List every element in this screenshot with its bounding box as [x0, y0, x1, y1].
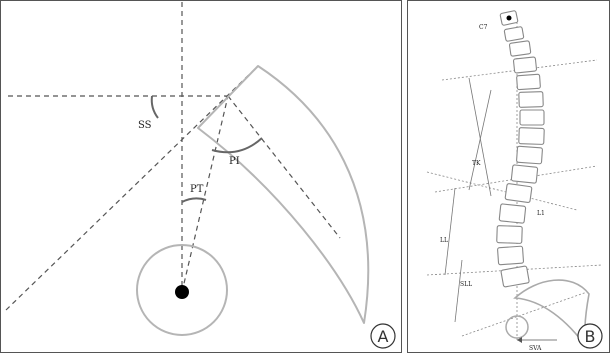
tk-label: TK — [472, 160, 481, 167]
panel-b-border — [407, 0, 610, 353]
sva-arrowhead — [517, 337, 522, 343]
endplate-perpendicular-line — [227, 95, 341, 239]
ll-label: LL — [440, 237, 448, 244]
vertebra — [500, 265, 530, 288]
panel-b-badge-label: B — [585, 327, 596, 346]
c7-marker-dot — [506, 15, 512, 21]
tk-cobb-line-2 — [468, 89, 492, 191]
vertebra — [510, 164, 539, 184]
panel-b-spinal-parameters: C7 TK L1 LL SLL SVA B — [407, 0, 610, 354]
sva-label: SVA — [529, 345, 542, 352]
pt-angle-arc — [181, 197, 207, 203]
thoracolumbar-endplate-line — [434, 165, 598, 193]
vertebra — [516, 73, 541, 91]
hip-axis-line — [181, 95, 229, 293]
panel-b-diagram: C7 TK L1 LL SLL SVA B — [407, 0, 610, 353]
panel-a-pelvic-parameters: SS PI PT A — [0, 0, 402, 354]
vertebra-l1 — [504, 183, 533, 204]
vertebra — [503, 26, 525, 42]
vertebra — [508, 40, 532, 57]
vertebra — [497, 245, 525, 266]
vertebra — [516, 145, 543, 165]
tk-cobb-line-1 — [468, 77, 492, 197]
panel-a-badge-label: A — [378, 327, 389, 346]
ss-label: SS — [138, 120, 152, 131]
c7-label: C7 — [479, 24, 488, 31]
vertebra — [496, 225, 523, 244]
vertebra — [518, 91, 544, 108]
pi-angle-arc — [211, 137, 263, 154]
l1-endplate-line — [426, 171, 578, 211]
vertebra — [519, 109, 545, 126]
femoral-head-b — [505, 315, 529, 339]
ll-cobb-line — [444, 187, 456, 276]
vertebra — [518, 127, 545, 145]
panel-a-badge-circle — [370, 323, 396, 349]
pt-label: PT — [190, 184, 204, 195]
sll-cobb-line — [454, 259, 463, 323]
vertebral-column — [496, 10, 545, 288]
vertebra — [498, 203, 527, 224]
vertebra — [512, 56, 538, 74]
ss-angle-arc — [150, 95, 159, 119]
panel-b-badge-circle — [577, 323, 603, 349]
panel-a-border — [0, 0, 402, 353]
sll-label: SLL — [460, 281, 472, 288]
l1-label: L1 — [537, 210, 545, 217]
lumbar-endplate-line — [426, 264, 603, 276]
sacral-endplate-line — [5, 65, 259, 311]
pi-label: PI — [229, 156, 240, 167]
femoral-head-circle — [136, 244, 228, 336]
panel-a-diagram: SS PI PT A — [0, 0, 402, 353]
sacrum-outline — [197, 65, 370, 324]
femoral-head-center-dot — [175, 285, 189, 299]
